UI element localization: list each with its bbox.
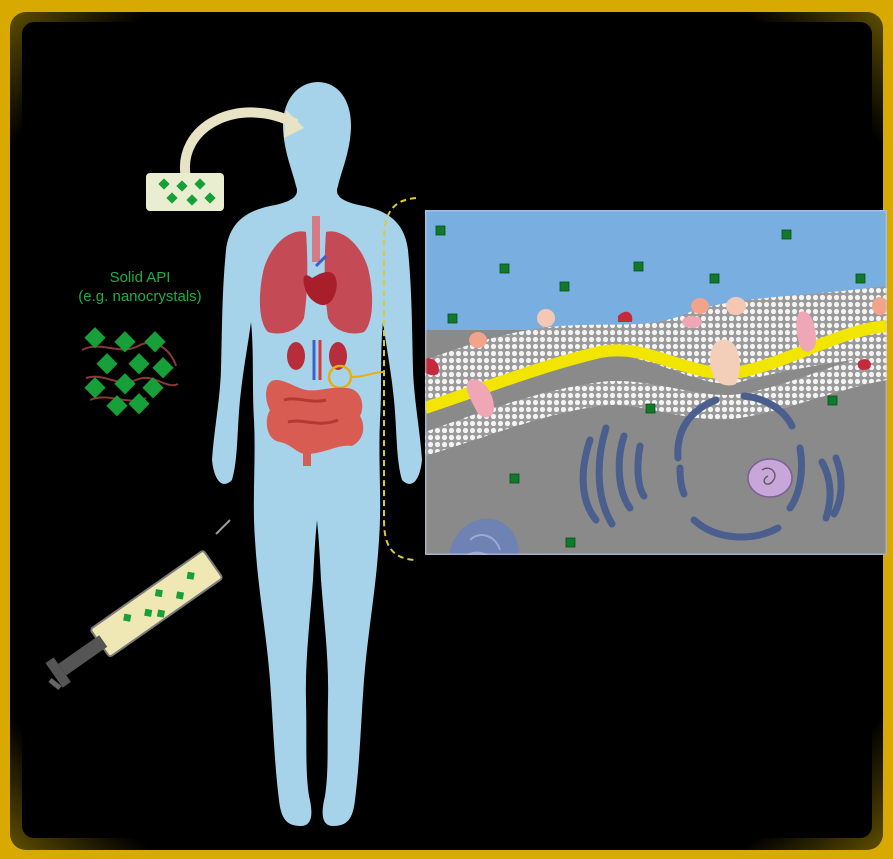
oral-tablet-icon (146, 173, 224, 211)
cell-membrane-panel (422, 210, 888, 605)
solid-api-label-line1: Solid API (40, 268, 240, 287)
nucleolus (748, 459, 792, 497)
solid-api-label: Solid API (e.g. nanocrystals) (40, 268, 240, 306)
solid-api-label-line2: (e.g. nanocrystals) (40, 287, 240, 306)
